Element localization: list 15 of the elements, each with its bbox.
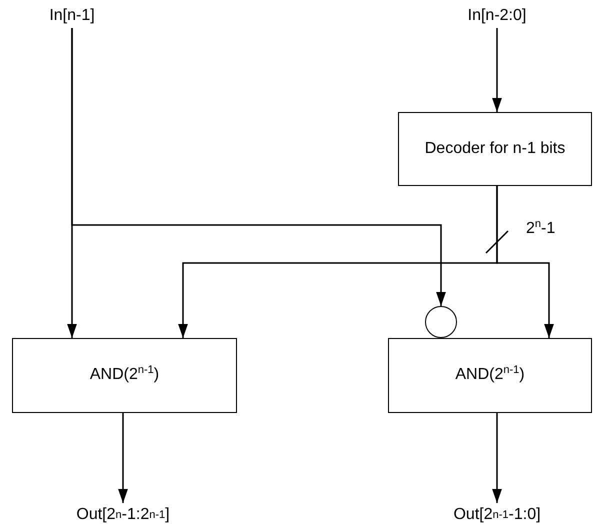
arrow [118,413,128,503]
box-label: AND(2$^{n-1}$) [455,365,525,386]
arrow [496,186,554,338]
inverter-bubble [425,306,457,338]
arrow [492,413,502,503]
arrow [71,28,446,306]
signal-label: In[n-2:0] [452,4,542,28]
box-label: AND(2$^{n-1}$) [90,365,160,386]
arrow [492,28,502,112]
and-gate-box [12,338,237,413]
box-label: Decoder for n-1 bits [424,138,566,159]
and-gate-box [388,338,592,413]
signal-label: In[n-1] [35,4,109,28]
bus-width-label: 2$^{n}$-1 [526,220,556,238]
decoder-box [398,112,592,186]
